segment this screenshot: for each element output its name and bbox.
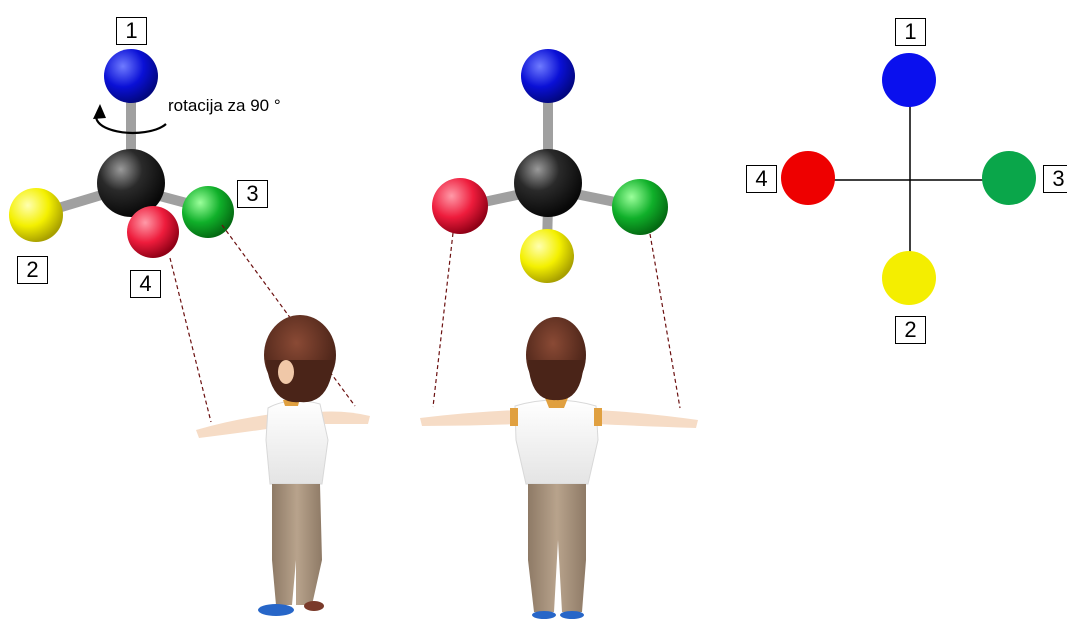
projection-dot-green <box>982 151 1036 205</box>
fischer-projection <box>781 53 1036 305</box>
rotation-caption: rotacija za 90 ° <box>168 96 281 115</box>
projection-dot-red <box>781 151 835 205</box>
rotation-arrow-icon <box>93 104 167 135</box>
number-label-4: 4 <box>130 270 161 298</box>
number-label-1: 1 <box>116 17 147 45</box>
projection-dot-yellow <box>882 251 936 305</box>
person-figure-icon <box>420 317 698 619</box>
person-figure-icon <box>196 315 370 616</box>
molecule-left <box>9 49 234 258</box>
atom-green <box>182 186 234 238</box>
projection-label-2: 2 <box>895 316 926 344</box>
molecule-middle <box>432 49 668 283</box>
projection-lines-middle <box>432 232 681 409</box>
atom-red <box>432 178 488 234</box>
atom-red <box>127 206 179 258</box>
projection-lines-left <box>169 224 356 423</box>
number-label-3: 3 <box>237 180 268 208</box>
atom-center-black <box>97 149 165 217</box>
projection-dot-blue <box>882 53 936 107</box>
atom-green <box>612 179 668 235</box>
atom-blue <box>104 49 158 103</box>
projection-label-1: 1 <box>895 18 926 46</box>
atom-yellow <box>9 188 63 242</box>
atom-center-black <box>514 149 582 217</box>
projection-label-4: 4 <box>746 165 777 193</box>
atom-yellow <box>520 229 574 283</box>
atom-blue <box>521 49 575 103</box>
number-label-2: 2 <box>17 256 48 284</box>
projection-label-3: 3 <box>1043 165 1067 193</box>
